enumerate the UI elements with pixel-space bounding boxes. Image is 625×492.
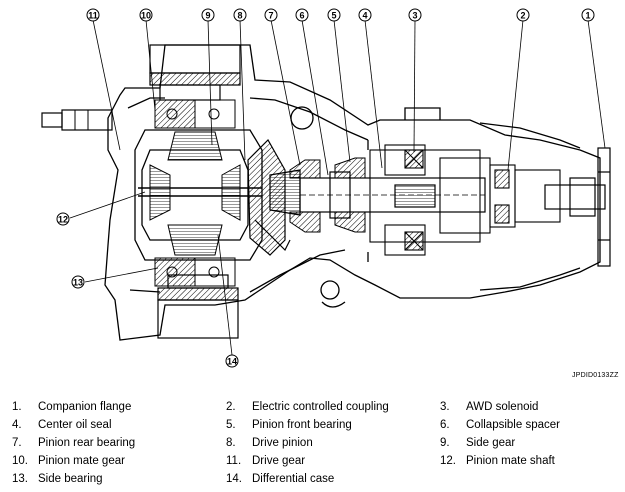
callout-9: 9 xyxy=(205,11,210,21)
legend-number: 8. xyxy=(226,437,236,449)
legend-label: Collapsible spacer xyxy=(466,419,560,431)
legend-number: 3. xyxy=(440,401,450,413)
legend-number: 4. xyxy=(12,419,22,431)
pinion-mate-gears xyxy=(149,164,241,221)
legend-label: Differential case xyxy=(252,473,335,485)
legend-label: Pinion mate gear xyxy=(38,455,125,467)
legend-label: Pinion front bearing xyxy=(252,419,352,431)
legend-number: 14. xyxy=(226,473,242,485)
legend-number: 11. xyxy=(226,455,242,467)
figure-code: JPDID0133ZZ xyxy=(572,372,619,379)
callout-13: 13 xyxy=(73,278,83,288)
drive-pinion xyxy=(269,169,486,219)
legend-number: 7. xyxy=(12,437,22,449)
callout-10: 10 xyxy=(141,11,151,21)
callout-6: 6 xyxy=(299,11,304,21)
callout-7: 7 xyxy=(268,11,273,21)
side-gears xyxy=(167,131,223,256)
parts-legend: 1. Companion flange 2. Electric controlled… xyxy=(0,396,625,492)
companion-flange xyxy=(544,147,611,267)
legend-label: Center oil seal xyxy=(38,419,112,431)
callout-12: 12 xyxy=(58,215,68,225)
leader-lines xyxy=(69,19,606,356)
callout-2: 2 xyxy=(520,11,525,21)
left-output-shaft xyxy=(41,109,113,131)
electric-coupling xyxy=(369,144,561,256)
legend-number: 10. xyxy=(12,455,28,467)
legend-label: AWD solenoid xyxy=(466,401,539,413)
legend-number: 1. xyxy=(12,401,22,413)
callout-14: 14 xyxy=(227,357,237,367)
bottom-output-flange xyxy=(157,274,239,339)
legend-number: 9. xyxy=(440,437,450,449)
callout-8: 8 xyxy=(237,11,242,21)
callout-5: 5 xyxy=(331,11,336,21)
pinion-bearings xyxy=(289,157,366,233)
legend-label: Pinion mate shaft xyxy=(466,455,555,467)
legend-number: 12. xyxy=(440,455,456,467)
legend-label: Side gear xyxy=(466,437,516,449)
legend-label: Pinion rear bearing xyxy=(38,437,136,449)
legend-number: 13. xyxy=(12,473,28,485)
callout-11: 11 xyxy=(88,11,98,21)
rear-differential-cross-section-drawing: 11 10 9 8 7 6 5 4 3 2 1 12 13 14 xyxy=(41,8,611,368)
legend-number: 6. xyxy=(440,419,450,431)
legend-label: Companion flange xyxy=(38,401,132,413)
legend-number: 2. xyxy=(226,401,236,413)
callout-4: 4 xyxy=(362,11,367,21)
callout-1: 1 xyxy=(585,11,590,21)
callout-circles xyxy=(56,8,595,368)
side-bearings xyxy=(154,99,236,287)
legend-label: Electric controlled coupling xyxy=(252,401,389,413)
legend-label: Side bearing xyxy=(38,473,103,485)
drive-gear xyxy=(247,139,291,256)
housing xyxy=(104,44,601,341)
callout-3: 3 xyxy=(412,11,417,21)
legend-label: Drive pinion xyxy=(252,437,313,449)
legend-label: Drive gear xyxy=(252,455,306,467)
legend-number: 5. xyxy=(226,419,236,431)
